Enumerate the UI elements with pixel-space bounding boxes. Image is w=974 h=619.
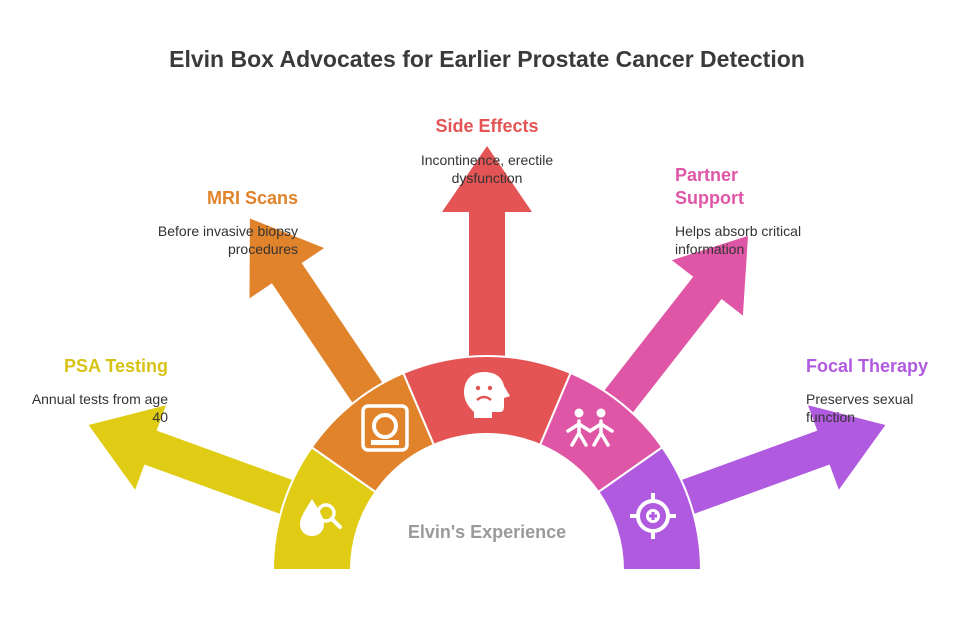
arrow-psa-testing bbox=[88, 405, 324, 526]
description-mri-scans: Before invasive biopsy procedures bbox=[157, 223, 298, 257]
description-psa-testing: Annual tests from age 40 bbox=[31, 391, 168, 425]
segment-focal-therapy bbox=[597, 445, 703, 571]
page-title: Elvin Box Advocates for Earlier Prostate… bbox=[169, 46, 805, 72]
label-side-effects: Side Effects bbox=[435, 116, 539, 136]
description-side-effects: Incontinence, erectile dysfunction bbox=[420, 152, 554, 186]
sad-face-head-icon bbox=[464, 372, 510, 418]
holding-hands-icon bbox=[566, 408, 614, 447]
description-partner-support: Helps absorb critical information bbox=[675, 223, 802, 257]
label-psa-testing: PSA Testing bbox=[63, 356, 168, 376]
crosshair-target-icon bbox=[630, 493, 676, 539]
blood-drop-magnifier-icon bbox=[300, 499, 342, 536]
mri-scanner-icon bbox=[361, 404, 409, 452]
arrow-side-effects bbox=[442, 146, 532, 390]
arrow-focal-therapy bbox=[650, 405, 886, 526]
center-label: Elvin's Experience bbox=[407, 522, 567, 542]
label-partner-support: Partner Support bbox=[675, 165, 744, 208]
description-focal-therapy: Preserves sexual function bbox=[806, 391, 914, 425]
arrow-partner-support bbox=[583, 235, 748, 440]
label-mri-scans: MRI Scans bbox=[206, 188, 298, 208]
arrow-mri-scans bbox=[249, 218, 402, 431]
label-focal-therapy: Focal Therapy bbox=[806, 356, 929, 376]
